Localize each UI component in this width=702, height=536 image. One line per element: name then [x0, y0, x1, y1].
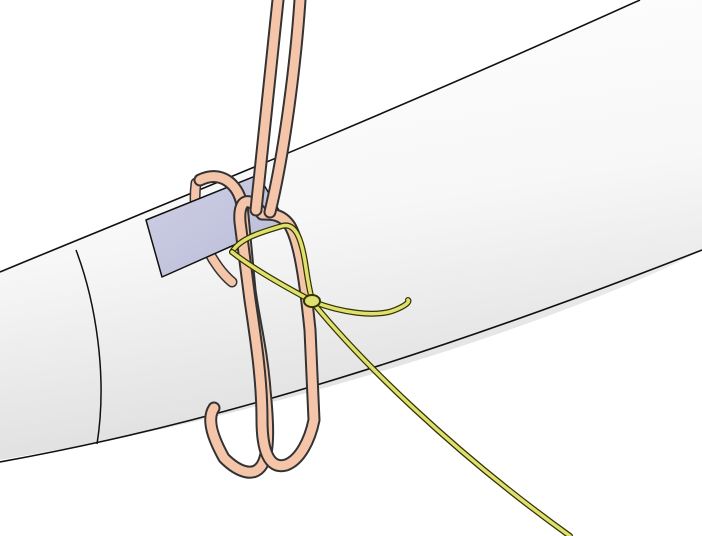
tube-body: [0, 0, 702, 460]
thin-line-wrap: [229, 222, 573, 536]
knot: [303, 294, 321, 308]
cord-standing-part: [249, 0, 307, 219]
tube-seam: [75, 249, 102, 445]
tube-top-edge: [0, 0, 641, 273]
